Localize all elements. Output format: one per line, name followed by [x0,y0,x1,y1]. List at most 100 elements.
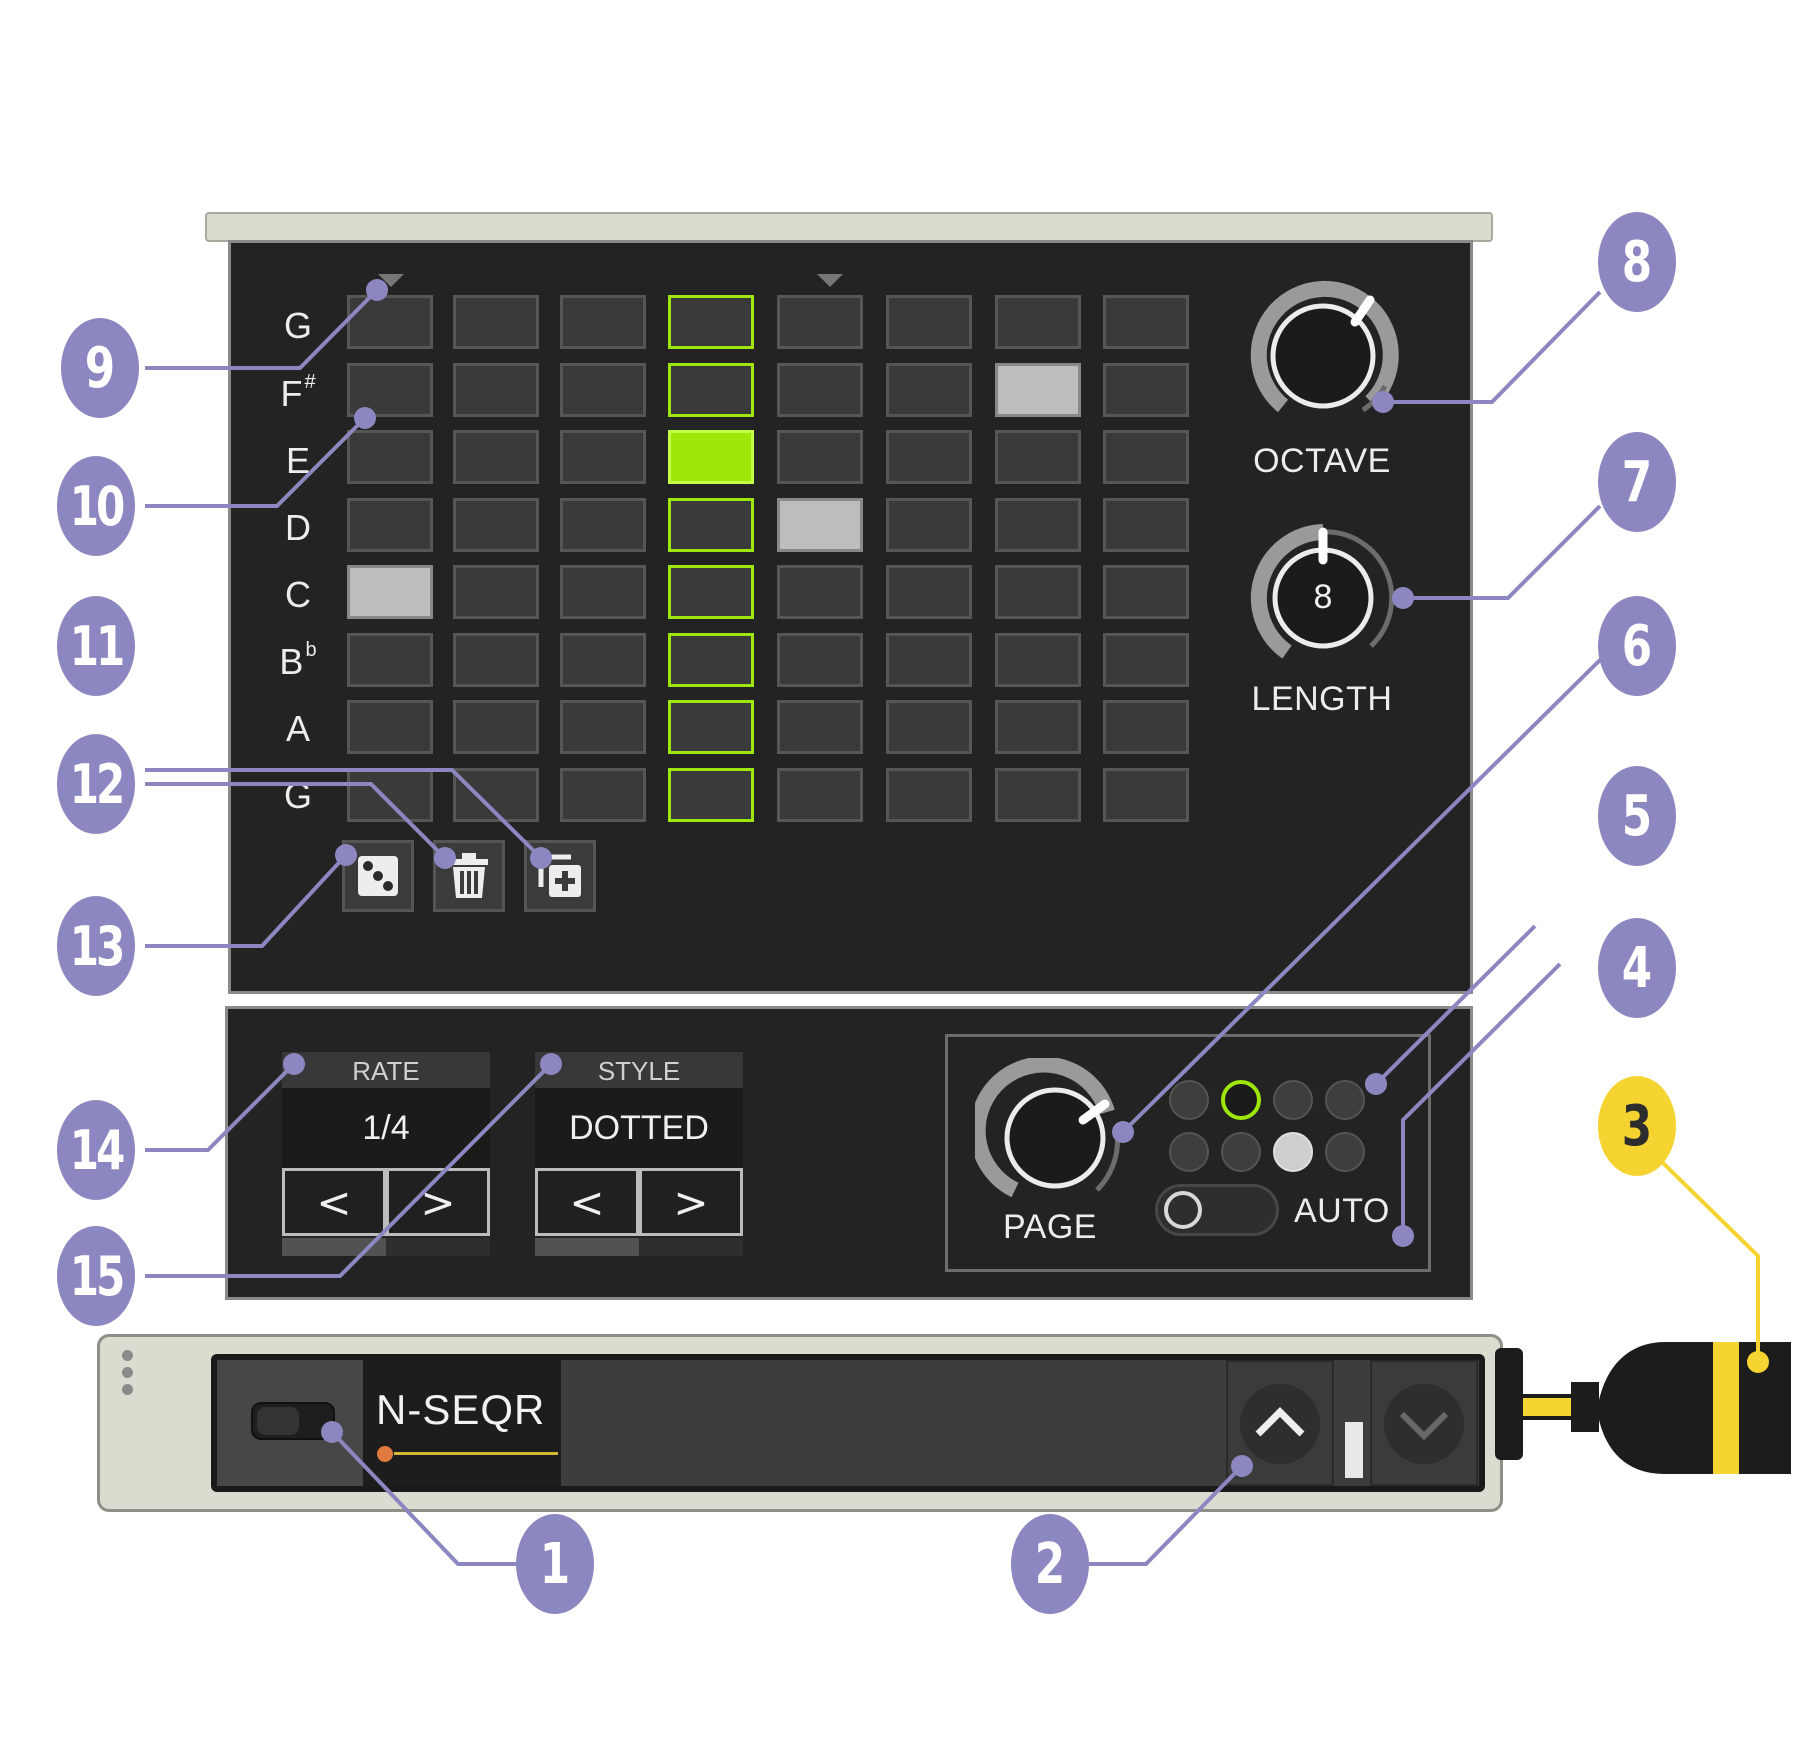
chevron-up-icon [1240,1384,1320,1464]
rate-header: RATE [282,1052,490,1088]
note-name: G [283,305,312,346]
vertical-dots-icon[interactable] [122,1350,134,1395]
grid-cell[interactable] [347,565,433,619]
grid-cell[interactable] [668,768,754,822]
grid-cell[interactable] [777,700,863,754]
octave-label: OCTAVE [1253,442,1391,480]
callout-6: 6 [1598,596,1676,696]
grid-cell[interactable] [453,295,539,349]
grid-cell[interactable] [777,295,863,349]
grid-cell[interactable] [995,498,1081,552]
grid-cell[interactable] [995,768,1081,822]
style-progress-fill [535,1238,639,1256]
page-dot[interactable] [1221,1080,1261,1120]
style-header: STYLE [535,1052,743,1088]
grid-cell[interactable] [1103,295,1189,349]
grid-cell[interactable] [347,498,433,552]
grid-cell[interactable] [777,768,863,822]
grid-cell[interactable] [347,700,433,754]
grid-cell[interactable] [560,430,646,484]
grid-cell[interactable] [560,498,646,552]
length-knob[interactable] [1243,518,1403,678]
grid-cell[interactable] [1103,633,1189,687]
page-dot[interactable] [1325,1080,1365,1120]
grid-cell[interactable] [347,363,433,417]
grid-cell[interactable] [668,430,754,484]
callout-12: 12 [57,734,135,834]
grid-cell[interactable] [668,633,754,687]
grid-cell[interactable] [886,430,972,484]
grid-cell[interactable] [886,363,972,417]
grid-cell[interactable] [886,700,972,754]
chevron-left-icon: < [569,1177,605,1227]
grid-cell[interactable] [1103,700,1189,754]
grid-cell[interactable] [560,565,646,619]
grid-cell[interactable] [1103,498,1189,552]
grid-cell[interactable] [668,700,754,754]
callout-8: 8 [1598,212,1676,312]
grid-cell[interactable] [668,565,754,619]
grid-cell[interactable] [777,565,863,619]
grid-cell[interactable] [995,700,1081,754]
grid-cell[interactable] [886,768,972,822]
rate-progress [282,1238,490,1256]
grid-cell[interactable] [453,700,539,754]
module-name: N-SEQR [376,1386,546,1433]
trash-icon [450,853,488,898]
rate-value: 1/4 [282,1088,490,1168]
style-prev-button[interactable]: < [535,1168,639,1236]
grid-cell[interactable] [668,498,754,552]
page-dot[interactable] [1169,1132,1209,1172]
grid-cell[interactable] [347,633,433,687]
grid-cell[interactable] [777,633,863,687]
grid-cell[interactable] [453,363,539,417]
page-dot[interactable] [1325,1132,1365,1172]
grid-cell[interactable] [453,565,539,619]
grid-cell[interactable] [560,295,646,349]
callout-14: 14 [57,1100,135,1200]
auto-toggle[interactable] [1155,1184,1279,1236]
grid-cell[interactable] [668,363,754,417]
grid-cell[interactable] [453,430,539,484]
grid-cell[interactable] [995,633,1081,687]
grid-cell[interactable] [777,430,863,484]
grid-cell[interactable] [1103,430,1189,484]
page-dot[interactable] [1169,1080,1209,1120]
grid-cell[interactable] [886,565,972,619]
grid-cell[interactable] [560,768,646,822]
page-knob[interactable] [975,1058,1135,1218]
grid-cell[interactable] [777,498,863,552]
grid-cell[interactable] [347,430,433,484]
grid-cell[interactable] [777,363,863,417]
grid-cell[interactable] [1103,565,1189,619]
grid-cell[interactable] [995,295,1081,349]
grid-cell[interactable] [560,700,646,754]
octave-knob[interactable] [1243,276,1403,436]
grid-cell[interactable] [560,363,646,417]
grid-cell[interactable] [886,295,972,349]
page-dot[interactable] [1273,1132,1313,1172]
grid-cell[interactable] [453,633,539,687]
callout-1: 1 [516,1514,594,1614]
grid-cell[interactable] [560,633,646,687]
module-power-toggle[interactable] [251,1402,335,1440]
page-dot[interactable] [1273,1080,1313,1120]
page-dot[interactable] [1221,1132,1261,1172]
module-move-down-button[interactable] [1370,1360,1478,1486]
grid-cell[interactable] [347,768,433,822]
grid-cell[interactable] [453,498,539,552]
grid-cell[interactable] [1103,768,1189,822]
rate-prev-button[interactable]: < [282,1168,386,1236]
grid-cell[interactable] [995,565,1081,619]
module-name-section [363,1360,561,1486]
grid-cell[interactable] [995,363,1081,417]
grid-cell[interactable] [995,430,1081,484]
grid-cell[interactable] [886,498,972,552]
callout-7: 7 [1598,432,1676,532]
grid-cell[interactable] [1103,363,1189,417]
style-next-button[interactable]: > [639,1168,743,1236]
note-name: A [285,708,310,749]
cable-plug-icon[interactable] [1495,1340,1795,1480]
grid-cell[interactable] [668,295,754,349]
grid-cell[interactable] [886,633,972,687]
